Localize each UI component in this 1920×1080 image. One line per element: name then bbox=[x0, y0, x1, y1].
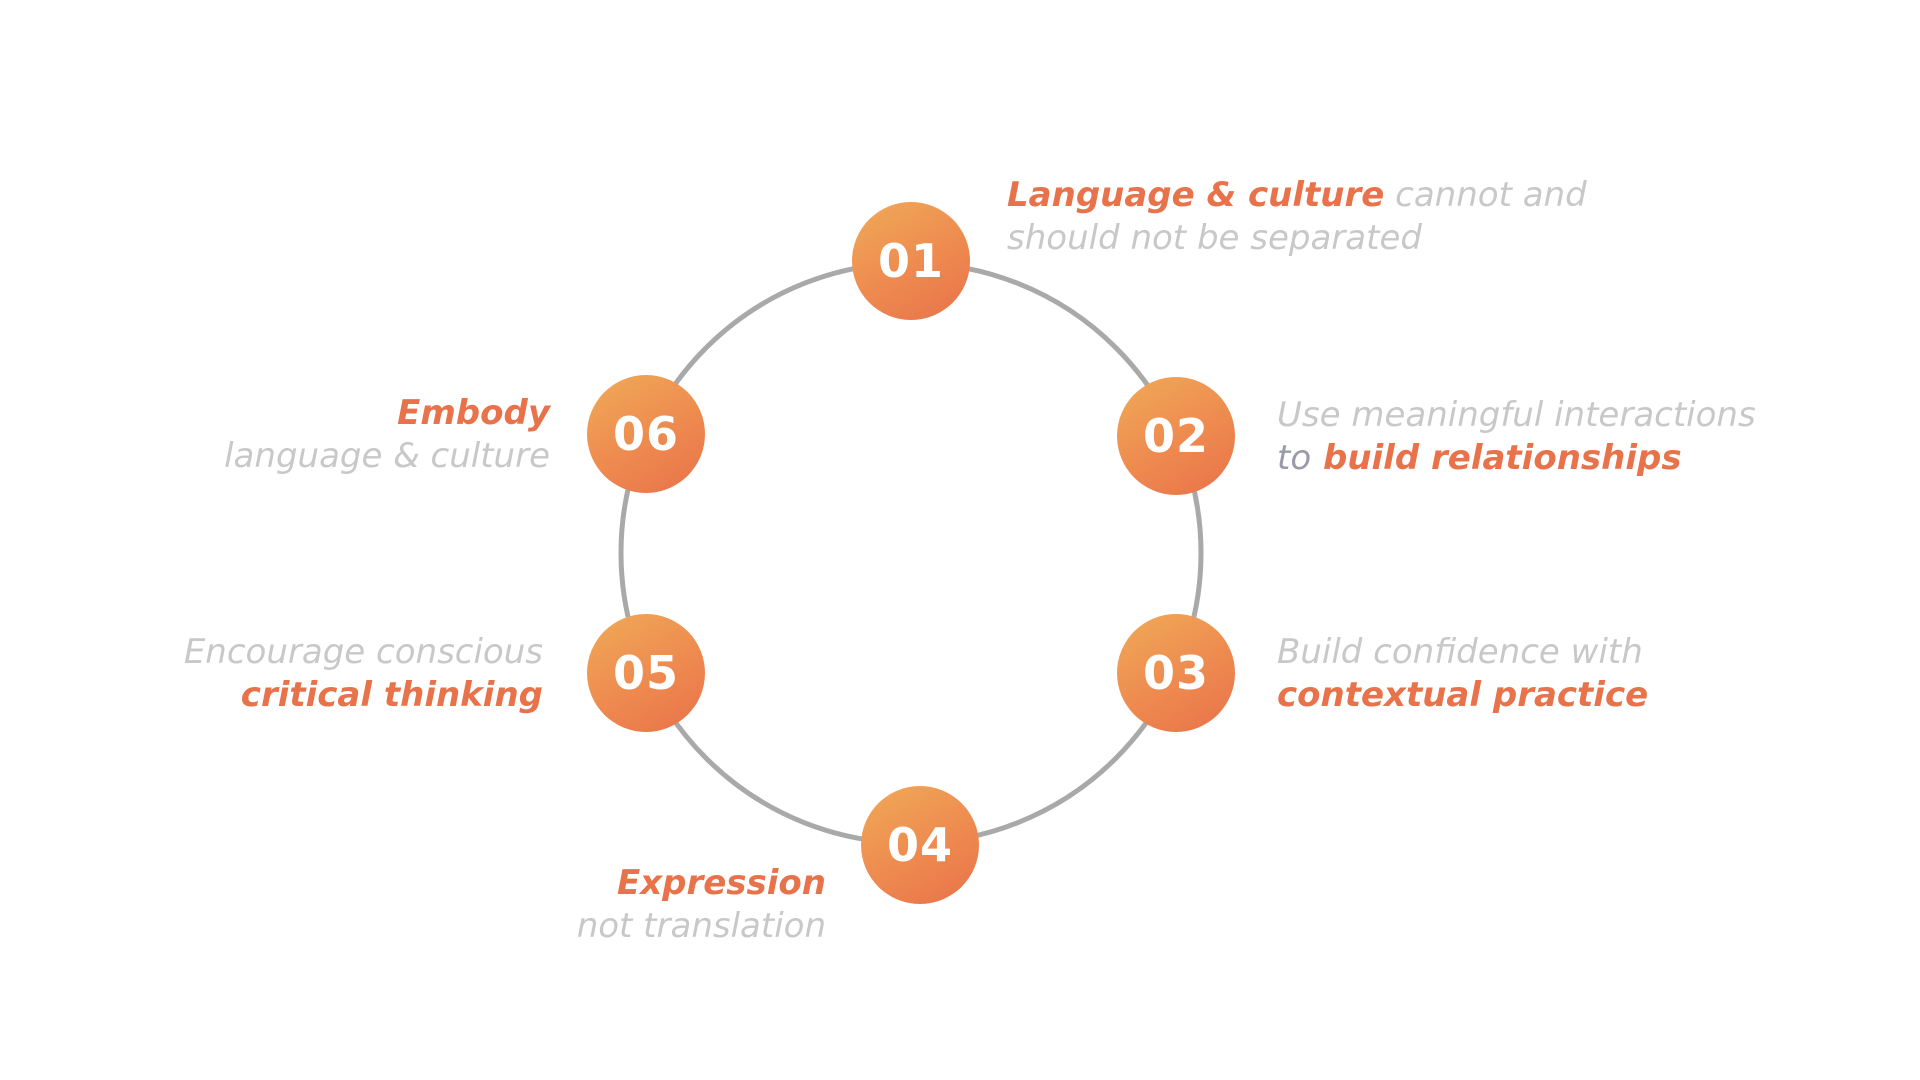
step-03-label: Build confidence with contextual practic… bbox=[1277, 631, 1648, 717]
step-06-highlight: Embody bbox=[397, 393, 550, 433]
step-06-label: Embody language & culture bbox=[224, 392, 550, 478]
step-02-label: Use meaningful interactions to build rel… bbox=[1277, 394, 1756, 480]
step-04-badge: 04 bbox=[861, 786, 979, 904]
step-01-badge: 01 bbox=[852, 202, 970, 320]
step-06-text-line2: language & culture bbox=[224, 436, 550, 476]
step-02-badge: 02 bbox=[1117, 377, 1235, 495]
step-04-label: Expression not translation bbox=[577, 862, 826, 948]
step-05-badge: 05 bbox=[587, 614, 705, 732]
step-06-number: 06 bbox=[612, 407, 679, 461]
step-01-text-rest: cannot and bbox=[1384, 175, 1587, 215]
step-01-text-line2: should not be separated bbox=[1007, 218, 1422, 258]
step-05-text-line1: Encourage conscious bbox=[183, 632, 543, 672]
step-06-badge: 06 bbox=[587, 375, 705, 493]
step-03-text-line1: Build confidence with bbox=[1277, 632, 1643, 672]
step-03-number: 03 bbox=[1142, 646, 1209, 700]
step-02-highlight: build relationships bbox=[1311, 438, 1682, 478]
step-04-text-line2: not translation bbox=[576, 906, 826, 946]
step-01-number: 01 bbox=[877, 234, 944, 288]
step-02-text-line1: Use meaningful interactions bbox=[1277, 395, 1756, 435]
step-03-highlight: contextual practice bbox=[1277, 675, 1649, 715]
step-01-label: Language & culture cannot and should not… bbox=[1007, 174, 1587, 260]
step-02-connector: to bbox=[1277, 438, 1312, 478]
step-02-number: 02 bbox=[1142, 409, 1209, 463]
step-04-number: 04 bbox=[886, 818, 953, 872]
step-04-highlight: Expression bbox=[616, 863, 826, 903]
step-05-label: Encourage conscious critical thinking bbox=[184, 631, 543, 717]
step-05-number: 05 bbox=[612, 646, 679, 700]
step-03-badge: 03 bbox=[1117, 614, 1235, 732]
step-01-highlight: Language & culture bbox=[1007, 175, 1385, 215]
step-05-highlight: critical thinking bbox=[240, 675, 543, 715]
